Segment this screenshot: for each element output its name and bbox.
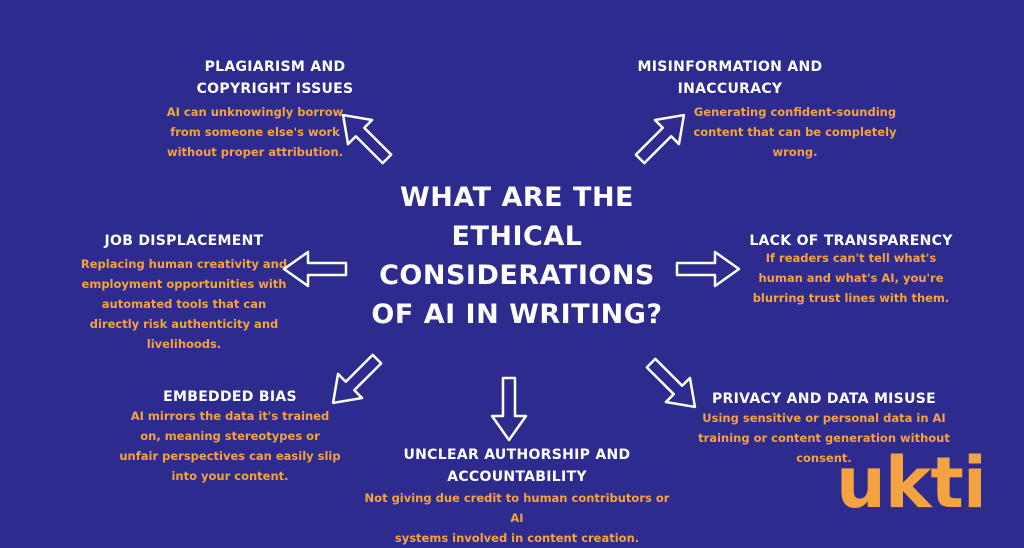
body-line: human and what's AI, you're: [758, 271, 944, 285]
title-line: CONSIDERATIONS: [379, 260, 655, 291]
bias-block: EMBEDDED BIAS AI mirrors the data it's t…: [110, 386, 350, 486]
authorship-description: Not giving due credit to human contribut…: [362, 488, 672, 548]
body-line: employment opportunities with: [81, 277, 287, 291]
heading-line: UNCLEAR AUTHORSHIP AND: [403, 447, 631, 463]
body-line: AI mirrors the data it's trained: [130, 409, 330, 423]
job-displacement-description: Replacing human creativity and employmen…: [64, 254, 304, 354]
body-line: If readers can't tell what's: [765, 251, 937, 265]
heading-line: JOB DISPLACEMENT: [104, 233, 264, 249]
heading-line: PLAGIARISM AND: [204, 59, 346, 75]
heading-line: LACK OF TRANSPARENCY: [749, 233, 953, 249]
arrow-up-left-icon: [330, 112, 400, 165]
arrow-down-left-icon: [320, 353, 390, 406]
job-displacement-heading: JOB DISPLACEMENT: [64, 230, 304, 252]
heading-line: EMBEDDED BIAS: [163, 389, 297, 405]
arrow-down-icon: [474, 376, 544, 442]
bias-description: AI mirrors the data it's trained on, mea…: [110, 406, 350, 486]
arrow-right-icon: [673, 244, 743, 294]
misinformation-description: Generating confident-sounding content th…: [685, 102, 905, 162]
page-title: WHAT ARE THE ETHICAL CONSIDERATIONS OF A…: [352, 178, 682, 334]
transparency-block: LACK OF TRANSPARENCY If readers can't te…: [726, 230, 976, 308]
plagiarism-block: PLAGIARISM AND COPYRIGHT ISSUES AI can u…: [140, 56, 410, 162]
body-line: livelihoods.: [146, 337, 222, 351]
heading-line: ACCOUNTABILITY: [447, 469, 587, 485]
privacy-description: Using sensitive or personal data in AI t…: [690, 408, 958, 468]
body-line: directly risk authenticity and: [89, 317, 279, 331]
authorship-block: UNCLEAR AUTHORSHIP AND ACCOUNTABILITY No…: [362, 444, 672, 548]
body-line: systems involved in content creation.: [394, 531, 640, 545]
body-line: blurring trust lines with them.: [752, 291, 950, 305]
title-line: ETHICAL: [451, 221, 583, 252]
body-line: wrong.: [772, 145, 818, 159]
privacy-block: PRIVACY AND DATA MISUSE Using sensitive …: [690, 388, 958, 468]
heading-line: PRIVACY AND DATA MISUSE: [712, 391, 936, 407]
misinformation-block: MISINFORMATION AND INACCURACY Generating…: [615, 56, 897, 162]
body-line: without proper attribution.: [166, 145, 344, 159]
heading-line: INACCURACY: [677, 81, 783, 97]
plagiarism-heading: PLAGIARISM AND COPYRIGHT ISSUES: [140, 56, 410, 100]
job-displacement-block: JOB DISPLACEMENT Replacing human creativ…: [64, 230, 304, 354]
body-line: training or content generation without: [698, 431, 950, 445]
title-line: OF AI IN WRITING?: [371, 299, 663, 330]
body-line: AI can unknowingly borrow: [166, 105, 344, 119]
heading-line: COPYRIGHT ISSUES: [196, 81, 354, 97]
misinformation-heading: MISINFORMATION AND INACCURACY: [615, 56, 845, 100]
transparency-description: If readers can't tell what's human and w…: [726, 248, 976, 308]
body-line: from someone else's work: [170, 125, 340, 139]
body-line: Generating confident-sounding: [693, 105, 897, 119]
privacy-heading: PRIVACY AND DATA MISUSE: [690, 388, 958, 410]
body-line: consent.: [796, 451, 852, 465]
body-line: Using sensitive or personal data in AI: [702, 411, 946, 425]
body-line: automated tools that can: [101, 297, 267, 311]
plagiarism-description: AI can unknowingly borrow from someone e…: [100, 102, 410, 162]
heading-line: MISINFORMATION AND: [637, 59, 823, 75]
body-line: Replacing human creativity and: [80, 257, 288, 271]
arrow-left-icon: [280, 244, 350, 294]
title-line: WHAT ARE THE: [400, 182, 634, 213]
transparency-heading: LACK OF TRANSPARENCY: [726, 230, 976, 252]
body-line: Not giving due credit to human contribut…: [364, 491, 670, 525]
arrow-down-right-icon: [638, 357, 708, 410]
arrow-up-right-icon: [627, 112, 697, 165]
bias-heading: EMBEDDED BIAS: [110, 386, 350, 408]
body-line: on, meaning stereotypes or: [140, 429, 320, 443]
authorship-heading: UNCLEAR AUTHORSHIP AND ACCOUNTABILITY: [362, 444, 672, 488]
body-line: unfair perspectives can easily slip: [119, 449, 341, 463]
body-line: content that can be completely: [693, 125, 897, 139]
ukti-logo: ukti: [836, 442, 987, 524]
body-line: into your content.: [171, 469, 289, 483]
